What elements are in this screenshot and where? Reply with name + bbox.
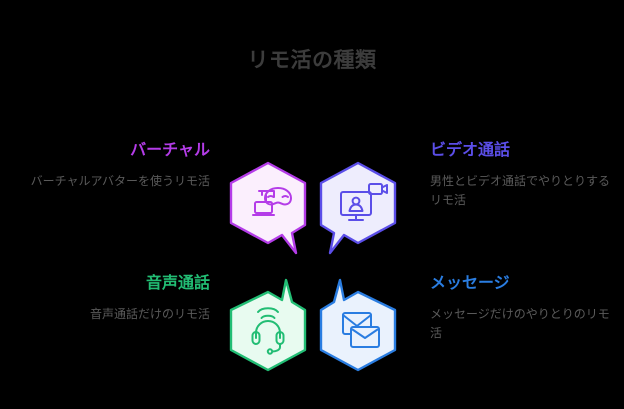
- vr-goggles-laptop-icon: [252, 187, 292, 216]
- item-description-video: 男性とビデオ通話でやりとりするリモ活: [430, 174, 611, 207]
- speech-hex-shape: [319, 161, 397, 255]
- page-title: リモ活の種類: [247, 49, 377, 72]
- envelopes-icon: [342, 312, 380, 348]
- item-description-message: メッセージだけのやりとりのリモ活: [430, 307, 610, 340]
- item-heading-message: メッセージ: [430, 275, 510, 292]
- speech-hex-shape: [229, 161, 307, 255]
- item-heading-video: ビデオ通話: [430, 142, 511, 159]
- monitor-video-call-icon: [340, 183, 388, 221]
- item-description-voice: 音声通話だけのリモ活: [89, 307, 210, 322]
- item-text-voice: 音声通話 音声通話だけのリモ活: [20, 274, 210, 324]
- badge-voice: [226, 276, 310, 374]
- item-text-message: メッセージ メッセージだけのやりとりのリモ活: [430, 274, 620, 342]
- item-heading-voice: 音声通話: [145, 275, 210, 292]
- item-description-virtual: バーチャルアバターを使うリモ活: [30, 174, 210, 189]
- badge-message: [316, 276, 400, 374]
- item-text-virtual: バーチャル バーチャルアバターを使うリモ活: [20, 141, 210, 191]
- headset-icon: [251, 307, 285, 355]
- speech-hex-shape: [229, 278, 307, 372]
- item-text-video: ビデオ通話 男性とビデオ通話でやりとりするリモ活: [430, 141, 620, 209]
- badge-video: [316, 161, 400, 259]
- item-heading-virtual: バーチャル: [130, 142, 210, 159]
- badge-virtual: [226, 161, 310, 259]
